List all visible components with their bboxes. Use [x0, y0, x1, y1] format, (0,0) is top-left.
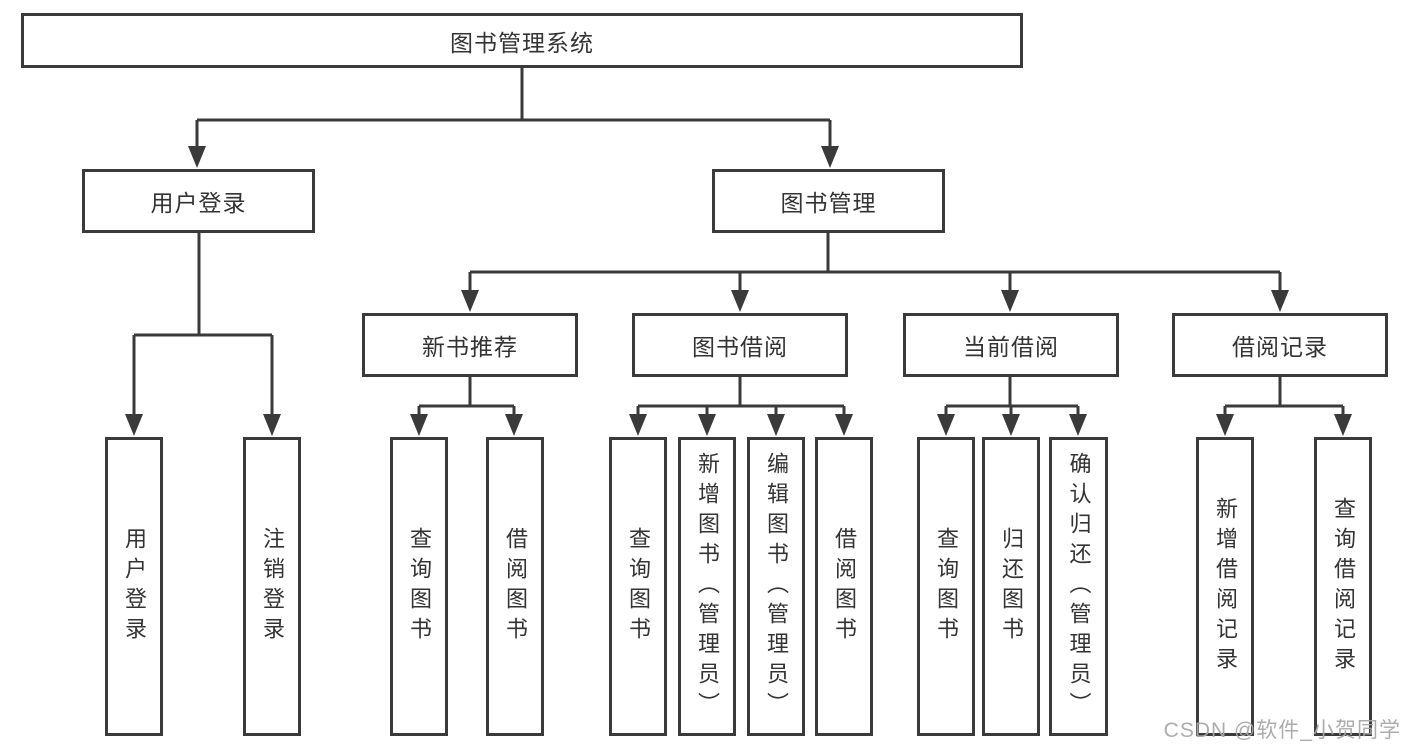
- leaf-logout: 注销登录: [243, 437, 301, 736]
- node-new-book-recommend: 新书推荐: [362, 313, 578, 377]
- leaf-recommend-borrow-books: 借阅图书: [486, 437, 544, 736]
- leaf-add-books-admin-label: 新增图书（管理员）: [695, 451, 720, 722]
- csdn-watermark: CSDN @软件_小贺同学: [1163, 719, 1401, 742]
- node-root-label: 图书管理系统: [450, 29, 594, 56]
- node-root: 图书管理系统: [21, 13, 1023, 68]
- leaf-confirm-return-admin: 确认归还（管理员）: [1049, 437, 1108, 736]
- leaf-add-books-admin: 新增图书（管理员）: [678, 437, 736, 736]
- node-book-management: 图书管理: [712, 169, 945, 233]
- leaf-borrow-books-label: 借阅图书: [832, 526, 857, 647]
- leaf-edit-books-admin: 编辑图书（管理员）: [747, 437, 805, 736]
- leaf-query-borrow-record: 查询借阅记录: [1314, 437, 1372, 736]
- leaf-edit-books-admin-label: 编辑图书（管理员）: [764, 451, 789, 722]
- node-user-login: 用户登录: [82, 169, 315, 233]
- leaf-add-borrow-record-label: 新增借阅记录: [1213, 496, 1238, 677]
- leaf-borrow-books: 借阅图书: [815, 437, 873, 736]
- leaf-borrow-query-books: 查询图书: [609, 437, 667, 736]
- leaf-current-query-books-label: 查询图书: [934, 526, 959, 647]
- leaf-return-books: 归还图书: [982, 437, 1040, 736]
- node-borrow-records-label: 借阅记录: [1232, 334, 1328, 360]
- leaf-query-borrow-record-label: 查询借阅记录: [1331, 496, 1356, 677]
- leaf-user-login: 用户登录: [105, 437, 163, 736]
- leaf-current-query-books: 查询图书: [917, 437, 975, 736]
- leaf-recommend-borrow-books-label: 借阅图书: [503, 526, 528, 647]
- leaf-add-borrow-record: 新增借阅记录: [1196, 437, 1254, 736]
- node-book-management-label: 图书管理: [780, 190, 877, 216]
- leaf-user-login-label: 用户登录: [122, 526, 147, 647]
- leaf-return-books-label: 归还图书: [999, 526, 1024, 647]
- leaf-confirm-return-admin-label: 确认归还（管理员）: [1066, 451, 1092, 722]
- leaf-borrow-query-books-label: 查询图书: [626, 526, 651, 647]
- leaf-recommend-query-books: 查询图书: [390, 437, 448, 736]
- node-current-borrow: 当前借阅: [903, 313, 1119, 377]
- node-user-login-label: 用户登录: [150, 190, 247, 216]
- leaf-recommend-query-books-label: 查询图书: [407, 526, 432, 647]
- node-new-book-recommend-label: 新书推荐: [422, 334, 518, 360]
- node-book-borrow: 图书借阅: [632, 313, 848, 377]
- node-book-borrow-label: 图书借阅: [692, 334, 788, 360]
- leaf-logout-label: 注销登录: [260, 526, 285, 647]
- node-borrow-records: 借阅记录: [1172, 313, 1388, 377]
- node-current-borrow-label: 当前借阅: [963, 334, 1059, 360]
